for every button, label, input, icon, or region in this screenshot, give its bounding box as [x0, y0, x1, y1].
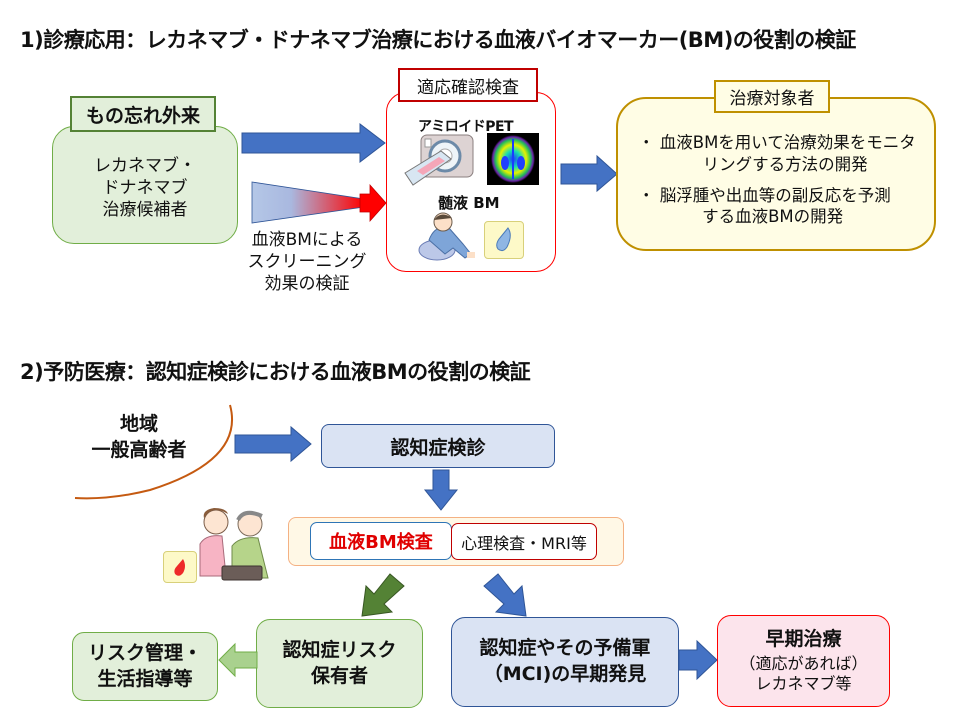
arrow-to-treatment-target [560, 154, 618, 193]
bullet-monitoring-line-1: ・ 血液BMを用いて治療効果をモニタ [638, 133, 916, 153]
screening-line-1: 血液BMによる [251, 230, 363, 250]
community-line-2: 一般高齢者 [91, 438, 187, 461]
psych-mri-box: 心理検査・MRI等 [451, 523, 597, 560]
screening-label: 血液BMによる スクリーニング 効果の検証 [246, 229, 368, 295]
arrow-to-risk-holder [361, 573, 405, 617]
pet-scanner-icon [404, 134, 474, 186]
arrow-to-risk-management [218, 642, 258, 678]
screening-line-2: スクリーニング [247, 252, 367, 273]
risk-management-box: リスク管理・ 生活指導等 [72, 632, 218, 701]
arrow-down-to-tests [423, 469, 459, 511]
bullet-side-effects: ・ 脳浮腫や出血等の副反応を予測 する血液BMの開発 [638, 185, 891, 228]
risk-holder-line-2: 保有者 [310, 664, 368, 687]
early-treatment-line-2: レカネマブ等 [755, 674, 852, 694]
candidate-line-1: レカネマブ・ [94, 155, 196, 176]
risk-holder-line-1: 認知症リスク [282, 638, 397, 661]
early-treatment-box: 早期治療 （適応があれば） レカネマブ等 [717, 615, 890, 707]
indication-test-tag: 適応確認検査 [398, 68, 538, 102]
nurse-blood-test-illustration [199, 508, 269, 581]
early-treatment-title: 早期治療 [765, 627, 842, 650]
lumbar-puncture-patient-icon [418, 212, 475, 261]
amyloid-pet-label: アミロイドPET [418, 119, 514, 135]
community-label: 地域 一般高齢者 [84, 412, 194, 463]
blood-bm-test-label: 血液BM検査 [329, 532, 433, 553]
community-line-1: 地域 [119, 413, 158, 435]
dementia-screening-box: 認知症検診 [321, 424, 555, 468]
blood-bm-test-box: 血液BM検査 [310, 522, 452, 560]
arrow-to-dementia-screening [234, 425, 312, 463]
treatment-target-tag: 治療対象者 [714, 80, 830, 113]
community-boundary-curve [74, 404, 233, 500]
brain-pet-image [487, 133, 539, 185]
csf-droplet-icon [484, 221, 524, 259]
risk-holder-box: 認知症リスク 保有者 [256, 619, 423, 708]
early-treatment-line-1: （適応があれば） [739, 653, 868, 673]
arrow-to-early-detection [483, 573, 527, 617]
bullet-monitoring-line-2: リングする方法の開発 [686, 154, 868, 174]
section1-title: 1)診療応用：レカネマブ・ドナネマブ治療における血液バイオマーカー(BM)の役割… [20, 28, 856, 52]
dementia-screening-label: 認知症検診 [390, 436, 486, 459]
screening-gradient-arrow [251, 181, 387, 224]
memory-clinic-box: レカネマブ・ ドナネマブ 治療候補者 [52, 126, 238, 244]
candidate-line-3: 治療候補者 [102, 200, 188, 221]
treatment-target-box: ・ 血液BMを用いて治療効果をモニタ リングする方法の開発 ・ 脳浮腫や出血等の… [616, 97, 936, 251]
early-detection-box: 認知症やその予備軍 （MCI)の早期発見 [451, 617, 679, 707]
csf-bm-label: 髄液 BM [438, 194, 500, 212]
memory-clinic-tag: もの忘れ外来 [70, 96, 216, 132]
early-detection-line-1: 認知症やその予備軍 [479, 637, 651, 660]
risk-management-line-2: 生活指導等 [97, 667, 193, 690]
psych-mri-label: 心理検査・MRI等 [461, 533, 587, 553]
blood-droplet-icon [163, 551, 197, 583]
arrow-to-early-treatment [678, 639, 718, 681]
screening-line-3: 効果の検証 [264, 274, 350, 295]
early-detection-line-2: （MCI)の早期発見 [483, 663, 647, 685]
bullet-side-effects-line-1: ・ 脳浮腫や出血等の副反応を予測 [638, 186, 891, 205]
bullet-monitoring: ・ 血液BMを用いて治療効果をモニタ リングする方法の開発 [638, 132, 916, 175]
section2-title: 2)予防医療：認知症検診における血液BMの役割の検証 [20, 360, 531, 384]
bullet-side-effects-line-2: する血液BMの開発 [685, 207, 844, 227]
risk-management-line-1: リスク管理・ [87, 641, 202, 664]
arrow-to-indication-test [241, 122, 386, 164]
candidate-line-2: ドナネマブ [102, 177, 188, 198]
